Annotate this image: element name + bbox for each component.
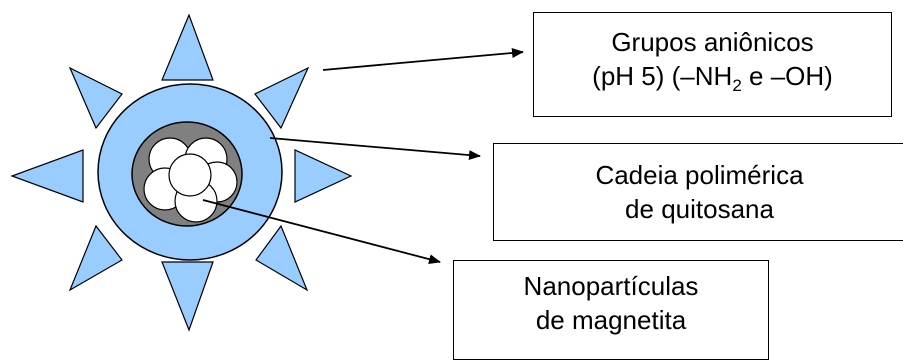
anionic-line2: (pH 5) (–NH2 e –OH): [592, 59, 833, 103]
nanoparticle-diagram: [10, 13, 524, 332]
arrow-chitosan: [269, 137, 481, 161]
spike-bottom-left: [68, 224, 123, 292]
spike-top-left: [68, 66, 123, 130]
magnetite-line1: Nanopartículas: [523, 271, 699, 301]
anionic-line2-prefix: (pH 5) (–NH: [592, 61, 733, 92]
magnetite-nanoparticles-label: Nanopartículas de magnetita: [453, 260, 769, 360]
anionic-subscript: 2: [732, 76, 742, 96]
anionic-spikes: [10, 13, 353, 332]
magnetite-particle: [168, 153, 212, 197]
magnetite-line2: de magnetita: [535, 305, 687, 335]
spike-top-right: [254, 66, 310, 130]
arrow-magnetite: [202, 199, 441, 265]
magnetite-cluster: [143, 137, 238, 223]
anionic-line2-suffix: e –OH): [741, 61, 833, 92]
arrow-anionic: [322, 48, 524, 71]
anionic-line1: Grupos aniônicos: [611, 27, 814, 58]
spike-bottom: [161, 261, 214, 332]
anionic-groups-label: Grupos aniônicos (pH 5) (–NH2 e –OH): [533, 12, 892, 117]
spike-left: [10, 149, 84, 203]
spike-top: [161, 13, 214, 81]
chitosan-line1: Cadeia polimérica: [595, 160, 804, 190]
chitosan-line2: de quitosana: [625, 194, 774, 224]
chitosan-chain-label: Cadeia polimérica de quitosana: [493, 143, 903, 241]
spike-right: [294, 149, 353, 203]
spike-bottom-right: [255, 224, 309, 292]
